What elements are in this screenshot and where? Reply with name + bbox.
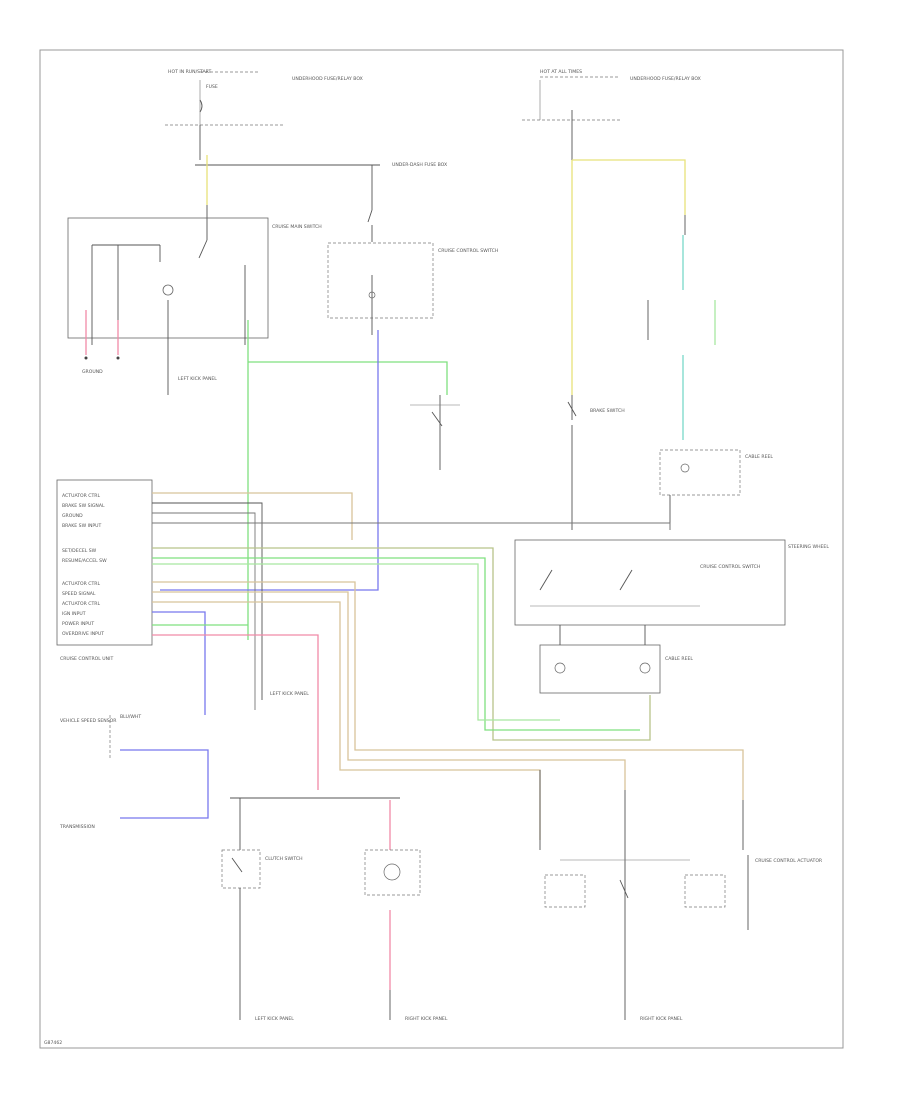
cruise-actuator: CRUISE CONTROL ACTUATOR RIGHT KICK PANEL — [539, 770, 823, 1022]
pcm-pin-2: BRAKE SW SIGNAL — [62, 503, 105, 509]
pcm-pin-5: SET/DECEL SW — [62, 548, 97, 554]
ground-left-kick-label: LEFT KICK PANEL — [178, 376, 217, 382]
wire-blk-4 — [152, 522, 671, 530]
cruise-switch-sw-label: CRUISE CONTROL SWITCH — [700, 564, 760, 570]
wire-tan-1 — [152, 492, 353, 540]
pcm-pin-8: SPEED SIGNAL — [62, 591, 96, 597]
pcm-pin-11: POWER INPUT — [62, 621, 94, 627]
wire-blue-11 — [152, 611, 206, 715]
cable-reel-label: CABLE REEL — [745, 454, 773, 460]
top-left-fuse-desc: UNDERHOOD FUSE/RELAY BOX — [292, 76, 363, 82]
footer-code: G87462 — [44, 1040, 62, 1046]
top-left-fuse-label: FUSE — [206, 84, 218, 90]
wire-tan-10 — [152, 601, 541, 840]
pcm-pin-1: ACTUATOR CTRL — [62, 493, 101, 499]
pcm-pin-6: RESUME/ACCEL SW — [62, 558, 107, 564]
actuator-label: CRUISE CONTROL ACTUATOR — [755, 858, 823, 864]
pcm-pin-3: GROUND — [62, 513, 83, 519]
top-left-junction-label: UNDER-DASH FUSE BOX — [392, 162, 447, 168]
top-right-fuse-desc: UNDERHOOD FUSE/RELAY BOX — [630, 76, 701, 82]
ground-label-mid: LEFT KICK PANEL — [270, 691, 309, 697]
cruise-control-switch-top: CRUISE CONTROL SWITCH — [327, 242, 498, 335]
wire-blk-3 — [152, 512, 256, 710]
cruise-control-unit: CRUISE CONTROL UNIT ACTUATOR CTRL BRAKE … — [56, 479, 153, 662]
cable-reel-lower-label: CABLE REEL — [665, 656, 693, 662]
cruise-switch-bottom: RIGHT KICK PANEL — [364, 800, 448, 1022]
top-left-source-label: HOT IN RUN/START — [168, 69, 211, 75]
cruise-switch-top-label: CRUISE CONTROL SWITCH — [438, 248, 498, 254]
wire-yellow-right — [571, 159, 686, 395]
wire-green-7 — [152, 563, 560, 721]
vss-wire-label: BLU/WHT — [120, 714, 141, 720]
main-switch-ground-label: GROUND — [82, 369, 103, 375]
cable-reel-upper: CABLE REEL — [659, 449, 773, 530]
cable-reel-lower: CABLE REEL — [539, 625, 693, 694]
wire-tan-8 — [152, 581, 744, 800]
clutch-switch: CLUTCH SWITCH LEFT KICK PANEL — [221, 798, 303, 1022]
pcm-pin-10: IGN INPUT — [62, 611, 86, 617]
transmission-label: TRANSMISSION — [59, 824, 95, 830]
pcm-pin-7: ACTUATOR CTRL — [62, 581, 101, 587]
wire-tan-9 — [152, 591, 626, 790]
top-right-fuse-group: HOT AT ALL TIMES UNDERHOOD FUSE/RELAY BO… — [522, 69, 701, 160]
cruise-main-switch-label: CRUISE MAIN SWITCH — [272, 224, 322, 230]
steering-wheel-label: STEERING WHEEL — [788, 544, 829, 550]
top-left-fuse-group: HOT IN RUN/START FUSE UNDERHOOD FUSE/REL… — [165, 69, 447, 168]
diagram-frame — [39, 49, 844, 1049]
pcm-title: CRUISE CONTROL UNIT — [60, 656, 113, 662]
pcm-pin-4: BRAKE SW INPUT — [62, 523, 102, 529]
brake-switch-small — [410, 395, 460, 470]
vss-label: VEHICLE SPEED SENSOR — [60, 718, 117, 724]
wire-green-6 — [152, 557, 640, 731]
ground-clutch-label: LEFT KICK PANEL — [255, 1016, 294, 1022]
brake-switch-right: BRAKE SWITCH — [567, 395, 625, 530]
wire-pink-13 — [152, 634, 319, 790]
pcm-pin-12: OVERDRIVE INPUT — [62, 631, 104, 637]
wire-blue-vss — [120, 749, 209, 819]
ground-actuator-label: RIGHT KICK PANEL — [640, 1016, 683, 1022]
wire-blue-main — [160, 330, 379, 591]
pcm-pin-9: ACTUATOR CTRL — [62, 601, 101, 607]
wire-olive-5 — [152, 547, 651, 741]
wire-blk-2 — [152, 502, 263, 700]
top-right-source-label: HOT AT ALL TIMES — [540, 69, 582, 75]
wire-green-main — [247, 320, 448, 640]
clutch-switch-label: CLUTCH SWITCH — [265, 856, 303, 862]
ground-right-kick-label: RIGHT KICK PANEL — [405, 1016, 448, 1022]
steering-wheel-box: STEERING WHEEL CRUISE CONTROL SWITCH — [514, 539, 829, 626]
main-switch-indicator-icon — [162, 284, 174, 296]
vehicle-speed-sensor: VEHICLE SPEED SENSOR BLU/WHT — [60, 714, 141, 760]
brake-switch-label: BRAKE SWITCH — [590, 408, 625, 414]
cruise-main-switch: CRUISE MAIN SWITCH — [67, 217, 322, 395]
